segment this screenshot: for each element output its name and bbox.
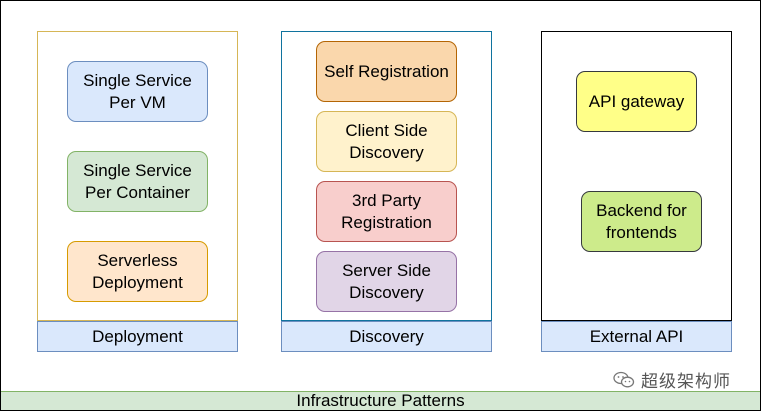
infrastructure-patterns-footer: Infrastructure Patterns [1,391,760,410]
serverless-deployment-box: Serverless Deployment [67,241,208,302]
self-registration-box: Self Registration [316,41,457,102]
server-side-discovery-box: Server Side Discovery [316,251,457,312]
external-api-group [541,31,732,321]
watermark-text: 超级架构师 [641,372,731,391]
api-gateway-box: API gateway [576,71,697,132]
single-service-per-container-box: Single Service Per Container [67,151,208,212]
wechat-icon [613,371,635,387]
deployment-label: Deployment [37,321,238,352]
third-party-registration-box: 3rd Party Registration [316,181,457,242]
backend-for-frontends-box: Backend for frontends [581,191,702,252]
single-service-per-vm-box: Single Service Per VM [67,61,208,122]
discovery-group [281,31,492,321]
deployment-group [37,31,238,321]
watermark: 超级架构师 [613,367,731,392]
external-api-label: External API [541,321,732,352]
client-side-discovery-box: Client Side Discovery [316,111,457,172]
discovery-label: Discovery [281,321,492,352]
